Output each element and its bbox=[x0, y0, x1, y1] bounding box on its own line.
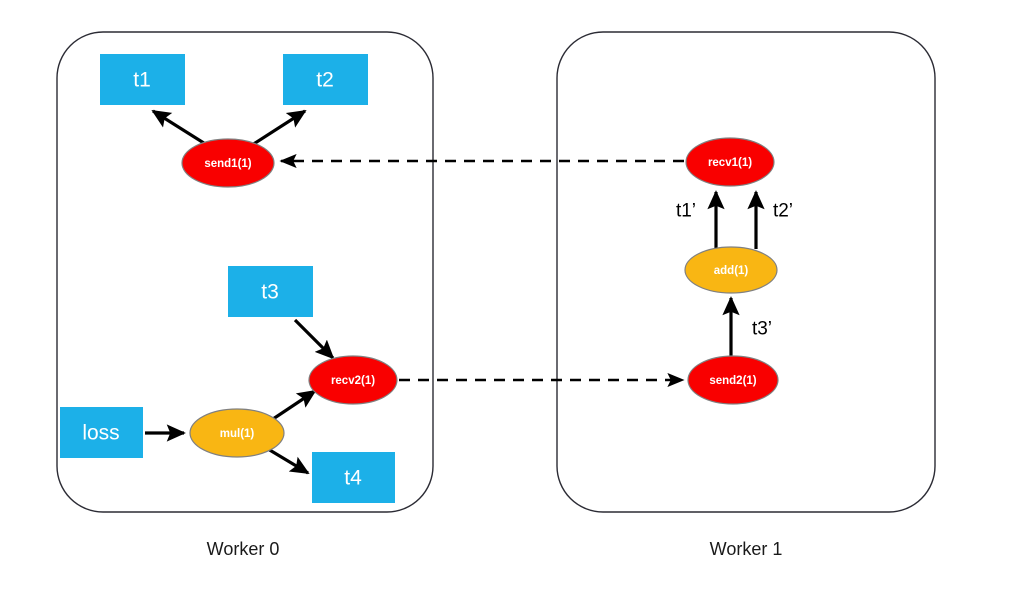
worker-1-edges bbox=[707, 190, 765, 356]
edge-send1-to-t2 bbox=[251, 109, 307, 147]
tensor-label-t4: t4 bbox=[344, 467, 362, 490]
tensor-node-loss[interactable]: loss bbox=[60, 407, 143, 458]
edge-label-t2-prime: t2’ bbox=[773, 201, 793, 222]
op-ellipse-mul bbox=[189, 408, 285, 458]
op-label-mul: mul(1) bbox=[220, 428, 255, 440]
edge-send1-to-t1 bbox=[151, 109, 208, 147]
worker-captions: Worker 0 Worker 1 bbox=[207, 539, 783, 559]
operation-nodes: send1(1) recv2(1) mul(1) recv1(1) add(1)… bbox=[181, 137, 779, 458]
op-node-send1[interactable]: send1(1) bbox=[181, 138, 275, 188]
worker-0-panel bbox=[56, 31, 434, 513]
op-label-recv2: recv2(1) bbox=[331, 375, 375, 387]
edge-t3-to-recv2 bbox=[293, 318, 335, 360]
op-label-add: add(1) bbox=[714, 265, 749, 277]
tensor-node-t1[interactable]: t1 bbox=[100, 54, 185, 105]
op-node-send2[interactable]: send2(1) bbox=[687, 355, 779, 405]
op-ellipse-send1 bbox=[181, 138, 275, 188]
op-node-recv2[interactable]: recv2(1) bbox=[308, 355, 398, 405]
tensor-node-t4[interactable]: t4 bbox=[312, 452, 395, 503]
op-ellipse-recv1 bbox=[685, 137, 775, 187]
tensor-label-t1: t1 bbox=[133, 69, 151, 92]
tensor-label-loss: loss bbox=[82, 422, 119, 445]
edge-labels: t1’ t2’ t3’ bbox=[676, 201, 793, 340]
op-node-recv1[interactable]: recv1(1) bbox=[685, 137, 775, 187]
worker-1-caption: Worker 1 bbox=[710, 539, 783, 559]
edge-label-t3-prime: t3’ bbox=[752, 319, 772, 340]
tensor-box-t4 bbox=[312, 452, 395, 503]
tensor-box-t1 bbox=[100, 54, 185, 105]
op-label-send2: send2(1) bbox=[709, 375, 756, 387]
op-label-send1: send1(1) bbox=[204, 158, 251, 170]
op-ellipse-add bbox=[684, 246, 778, 294]
edge-mul-to-recv2 bbox=[272, 389, 317, 421]
tensor-label-t3: t3 bbox=[261, 281, 279, 304]
op-node-mul[interactable]: mul(1) bbox=[189, 408, 285, 458]
op-node-add[interactable]: add(1) bbox=[684, 246, 778, 294]
edge-mul-to-t4 bbox=[267, 447, 310, 475]
worker-0-caption: Worker 0 bbox=[207, 539, 280, 559]
worker-0-edges bbox=[145, 109, 335, 475]
tensor-box-loss bbox=[60, 407, 143, 458]
tensor-node-t3[interactable]: t3 bbox=[228, 266, 313, 317]
worker-panels bbox=[56, 31, 936, 513]
tensor-node-t2[interactable]: t2 bbox=[283, 54, 368, 105]
cross-worker-edges bbox=[279, 153, 685, 388]
tensor-label-t2: t2 bbox=[316, 69, 334, 92]
worker-1-panel bbox=[556, 31, 936, 513]
op-ellipse-send2 bbox=[687, 355, 779, 405]
edge-label-t1-prime: t1’ bbox=[676, 201, 696, 222]
tensor-box-t2 bbox=[283, 54, 368, 105]
tensor-box-t3 bbox=[228, 266, 313, 317]
op-label-recv1: recv1(1) bbox=[708, 157, 752, 169]
op-ellipse-recv2 bbox=[308, 355, 398, 405]
tensor-nodes: t1 t2 t3 loss t4 bbox=[60, 54, 395, 503]
